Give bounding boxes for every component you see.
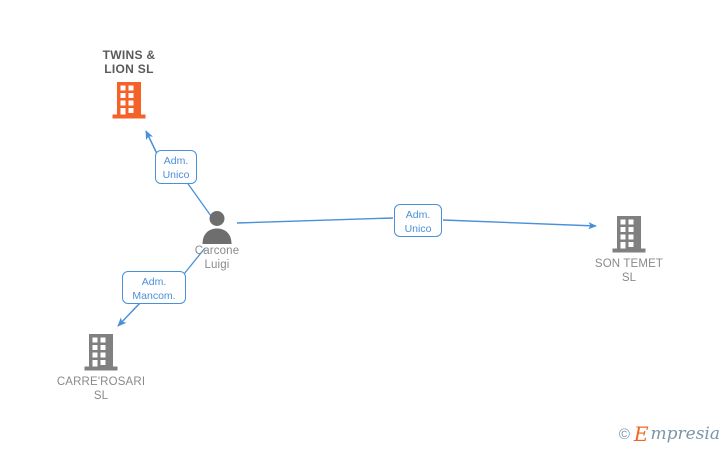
- watermark-brand-name: mpresia: [650, 423, 721, 444]
- node-label-carre-rosari: CARRE'ROSARI SL: [56, 376, 146, 402]
- relation-label-adm-unico-twins[interactable]: Adm. Unico: [155, 150, 197, 184]
- relation-label-adm-mancom[interactable]: Adm. Mancom.: [122, 271, 186, 304]
- watermark-brand-initial: E: [633, 422, 649, 446]
- node-label-son-temet: SON TEMET SL: [594, 258, 664, 284]
- watermark: © E mpresia: [619, 424, 720, 444]
- node-label-twins-lion: TWINS & LION SL: [102, 48, 156, 76]
- node-son-temet[interactable]: SON TEMET SL: [549, 214, 709, 285]
- node-label-carcone-luigi: Carcone Luigi: [194, 245, 240, 271]
- person-icon: [202, 211, 232, 244]
- building-icon: [112, 82, 146, 119]
- copyright-icon: ©: [618, 425, 630, 443]
- building-icon: [84, 334, 118, 371]
- node-carcone-luigi[interactable]: Carcone Luigi: [137, 208, 297, 272]
- node-twins-lion[interactable]: TWINS & LION SL: [49, 48, 209, 120]
- relation-label-adm-unico-sontemet[interactable]: Adm. Unico: [394, 204, 442, 237]
- building-icon: [612, 216, 646, 253]
- node-carre-rosari[interactable]: CARRE'ROSARI SL: [21, 332, 181, 403]
